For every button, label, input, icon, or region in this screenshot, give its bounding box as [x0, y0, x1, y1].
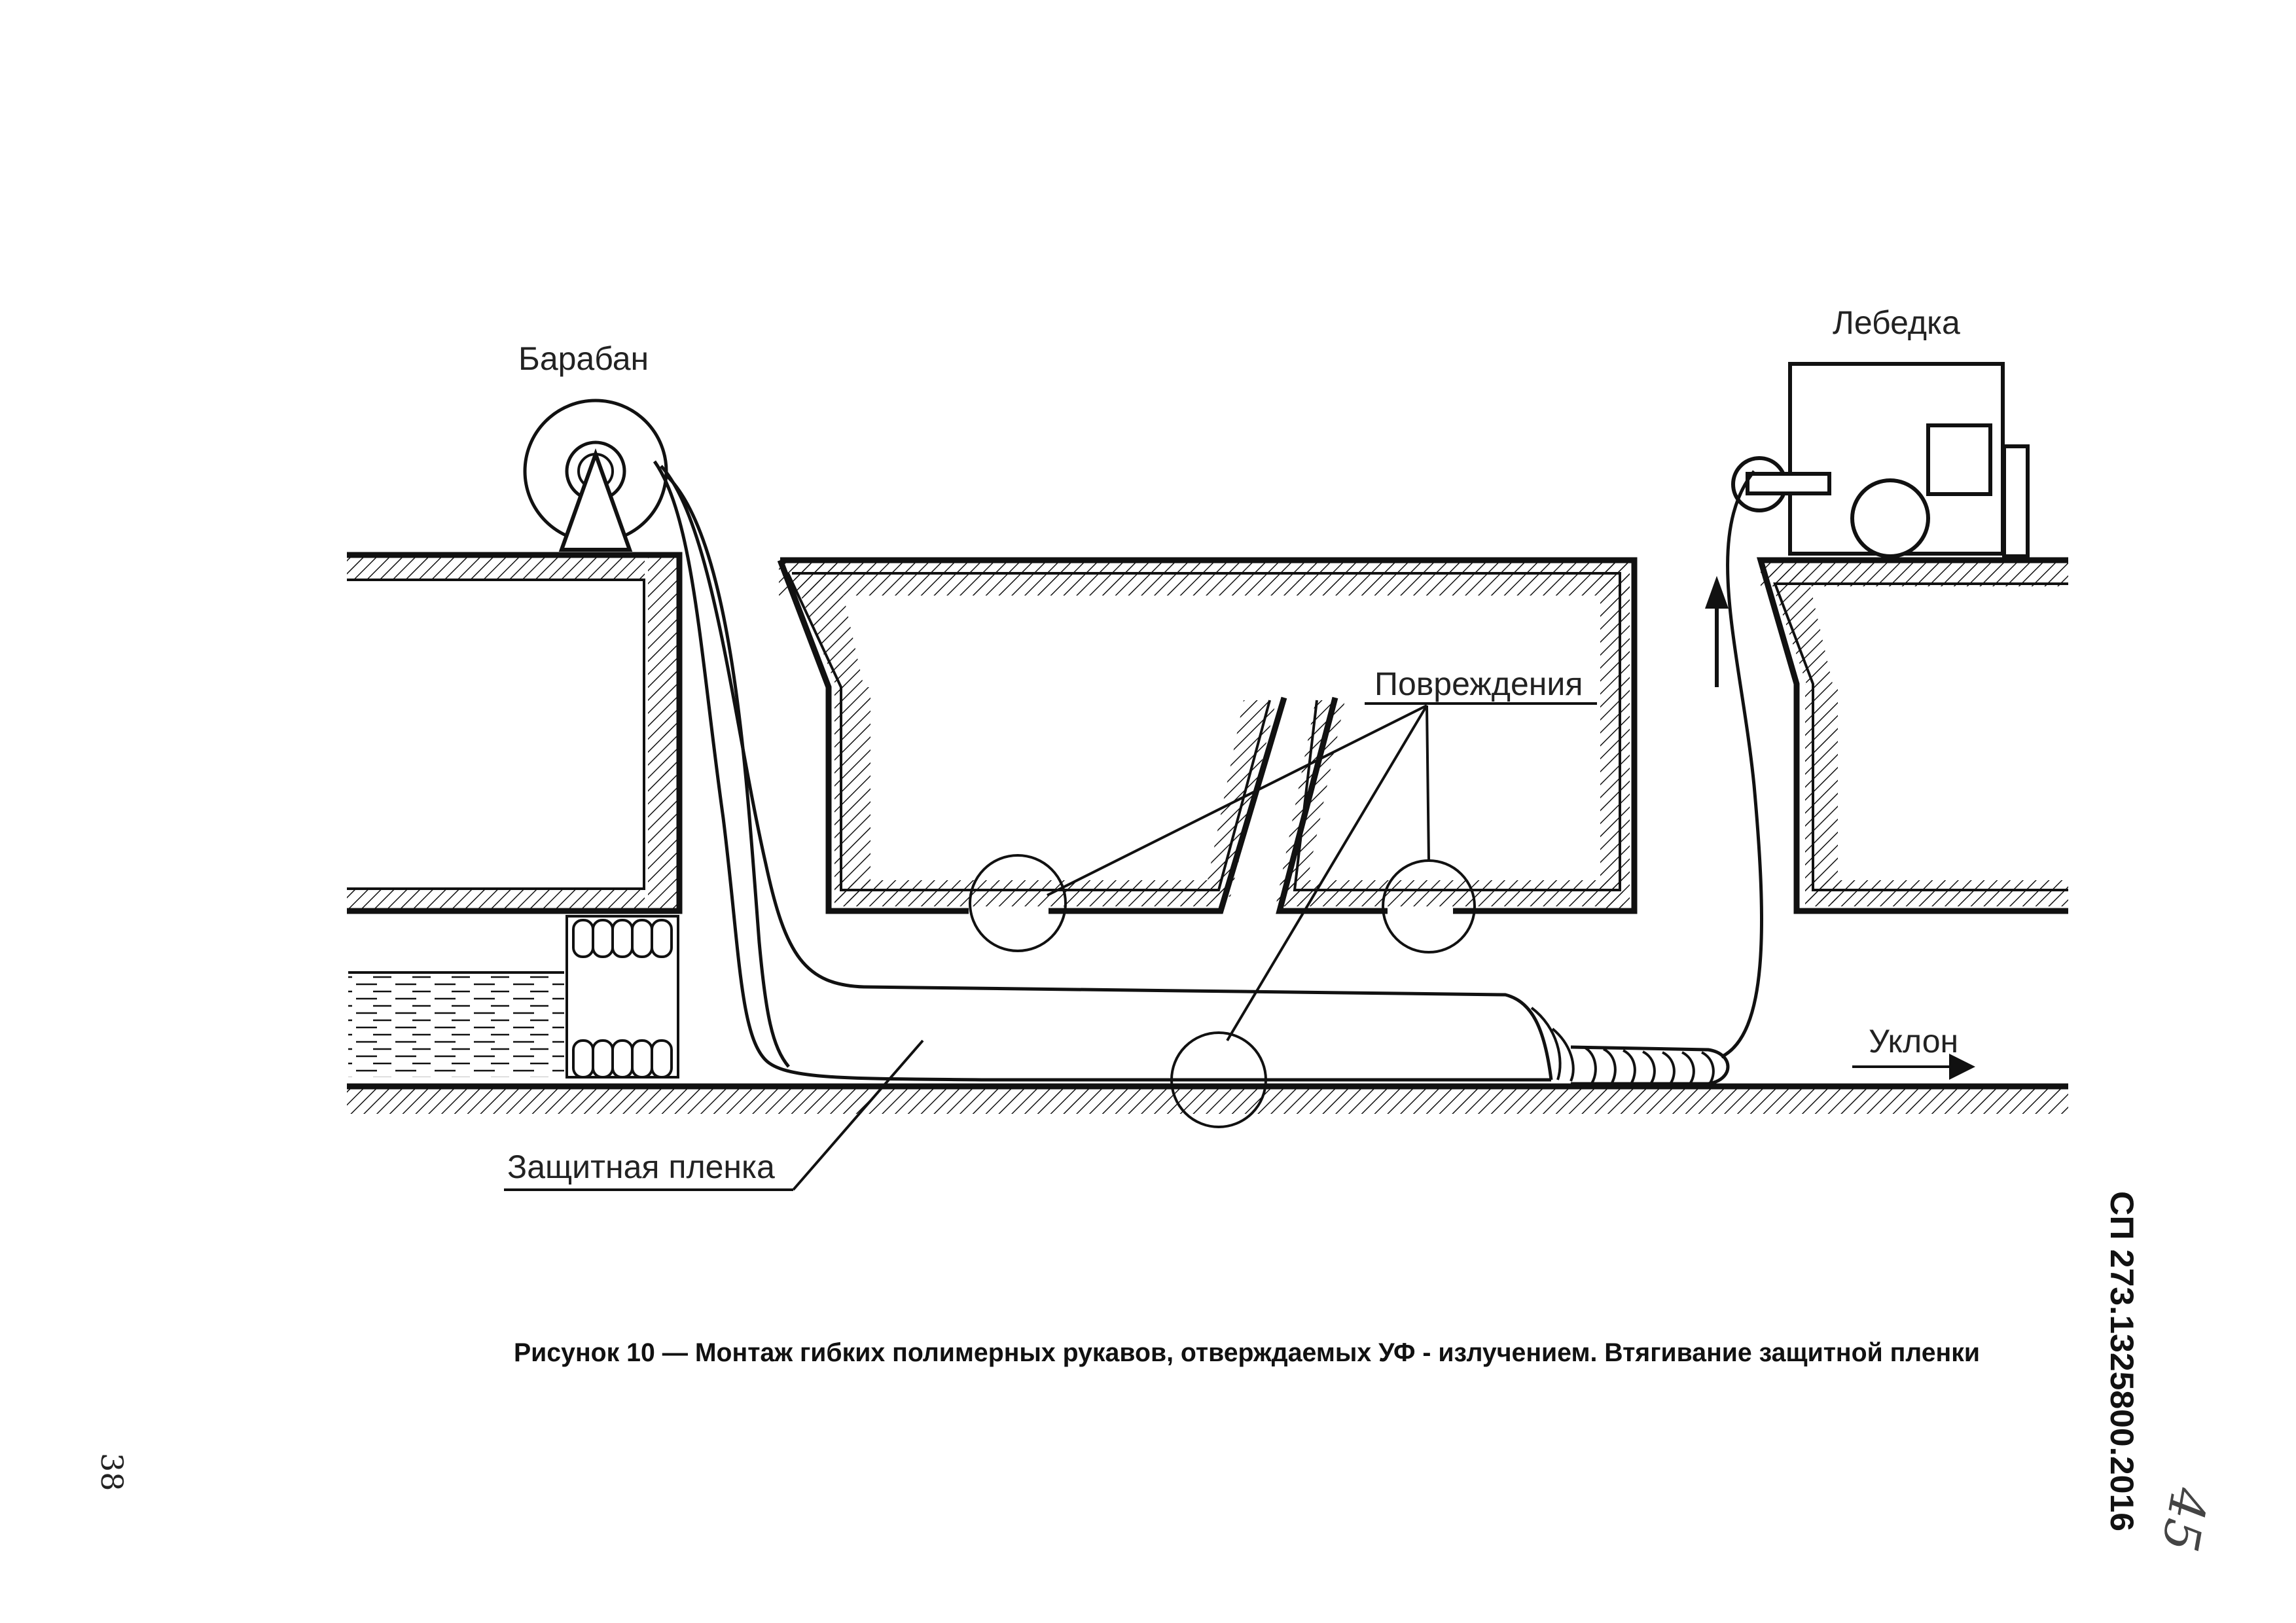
- handwritten-number: 45: [2150, 1483, 2219, 1556]
- left-pipe-plug: [348, 915, 679, 1079]
- plug-rings-bottom: [572, 1039, 673, 1079]
- protective-film-label: Защитная пленка: [507, 1149, 775, 1185]
- right-manhole: [1757, 557, 2068, 914]
- winch-label: Лебедка: [1833, 304, 1960, 341]
- bottom-pipe: [347, 1083, 2068, 1114]
- center-manhole: [777, 557, 1638, 914]
- protective-film: [653, 460, 1763, 1086]
- slope-label: Уклон: [1869, 1023, 1958, 1060]
- folded-liner: [1530, 1007, 1730, 1086]
- left-manhole: [347, 552, 683, 914]
- plug-rings-top: [572, 919, 673, 958]
- page-number: 38: [94, 1453, 130, 1491]
- winch: [1731, 362, 2030, 558]
- standard-code: СП 273.1325800.2016: [2104, 1191, 2140, 1531]
- drum-label: Барабан: [518, 340, 649, 377]
- drum: [523, 399, 668, 552]
- figure-caption: Рисунок 10 — Монтаж гибких полимерных ру…: [514, 1338, 1980, 1367]
- pull-direction-arrow: [1705, 576, 1729, 687]
- leader-lines: [504, 702, 1975, 1191]
- damages-label: Повреждения: [1374, 666, 1583, 702]
